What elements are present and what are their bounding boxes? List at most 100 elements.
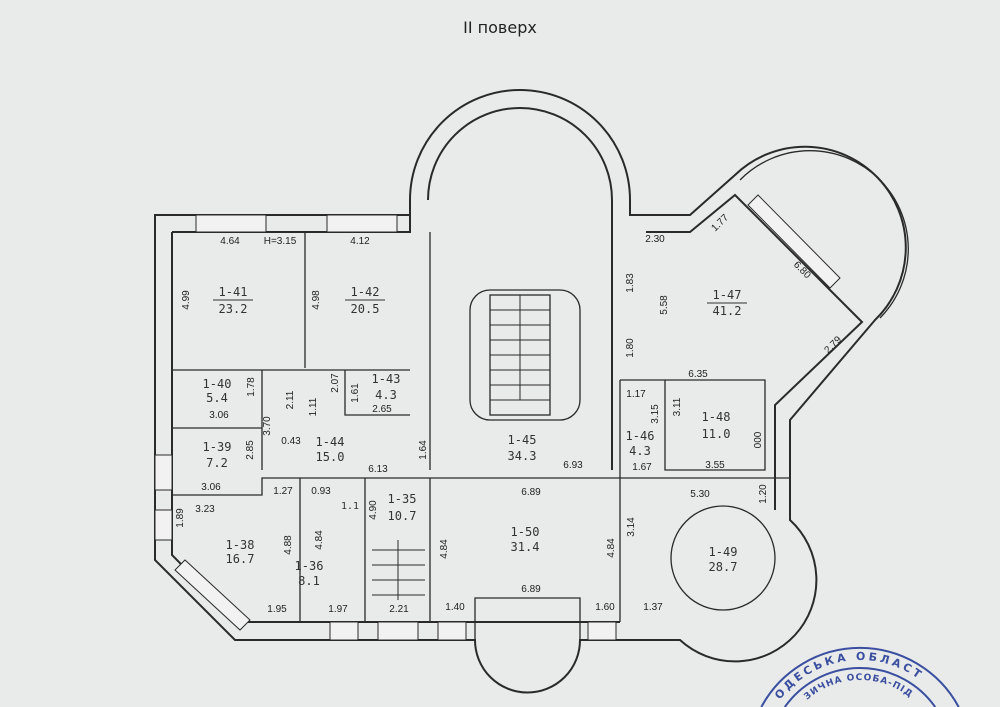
room-1-39: 1-39 7.2 <box>203 440 232 470</box>
room-1-35: 1-35 10.7 <box>388 492 417 523</box>
svg-text:0.93: 0.93 <box>311 486 331 497</box>
staircase <box>372 295 550 600</box>
svg-text:1-48: 1-48 <box>702 410 731 424</box>
svg-text:1.80: 1.80 <box>625 338 636 358</box>
svg-text:1.78: 1.78 <box>246 377 257 397</box>
svg-text:3.06: 3.06 <box>209 410 229 421</box>
svg-text:1.95: 1.95 <box>267 604 287 615</box>
svg-text:1.1: 1.1 <box>341 501 359 512</box>
svg-text:4.90: 4.90 <box>368 500 379 520</box>
svg-text:1.67: 1.67 <box>632 462 652 473</box>
svg-text:4.99: 4.99 <box>181 290 192 310</box>
interior-walls <box>172 232 790 622</box>
svg-text:1.64: 1.64 <box>418 440 429 460</box>
svg-text:6.89: 6.89 <box>521 487 541 498</box>
room-labels: 1-41 23.2 1-42 20.5 1-405.4 1-43 4.3 1-39 7.… <box>203 285 747 588</box>
svg-text:4.64: 4.64 <box>220 236 240 247</box>
svg-text:2.21: 2.21 <box>389 604 409 615</box>
svg-text:4.88: 4.88 <box>283 535 294 555</box>
svg-text:1.37: 1.37 <box>643 602 663 613</box>
svg-text:1.11: 1.11 <box>308 397 319 416</box>
svg-text:1-35: 1-35 <box>388 492 417 506</box>
svg-text:2.85: 2.85 <box>245 440 256 460</box>
svg-text:1.20: 1.20 <box>758 484 769 504</box>
dimension-labels: 4.64 H=3.15 4.12 4.99 4.98 1.78 3.06 2.1… <box>175 212 844 615</box>
svg-text:0.43: 0.43 <box>281 436 301 447</box>
room-1-37: 1.1 <box>341 501 359 512</box>
room-1-47: 1-47 41.2 <box>707 288 747 318</box>
svg-text:1-43: 1-43 <box>372 372 401 386</box>
svg-text:H=3.15: H=3.15 <box>264 236 297 247</box>
svg-text:2.11: 2.11 <box>285 390 296 409</box>
svg-text:4.98: 4.98 <box>311 290 322 310</box>
svg-text:3.55: 3.55 <box>705 460 725 471</box>
outer-walls <box>154 89 909 694</box>
svg-text:10.7: 10.7 <box>388 509 417 523</box>
svg-text:1.27: 1.27 <box>273 486 293 497</box>
svg-text:6.89: 6.89 <box>521 584 541 595</box>
svg-text:5.30: 5.30 <box>690 489 710 500</box>
svg-text:31.4: 31.4 <box>511 540 540 554</box>
svg-text:1-38: 1-38 <box>226 538 255 552</box>
svg-text:3.14: 3.14 <box>626 517 637 537</box>
svg-text:1.77: 1.77 <box>709 212 731 234</box>
svg-text:4.12: 4.12 <box>350 236 370 247</box>
svg-text:1.60: 1.60 <box>595 602 615 613</box>
svg-text:ЗИЧНА ОСОБА-ПІДП: ЗИЧНА ОСОБА-ПІДП <box>0 0 914 702</box>
svg-text:4.84: 4.84 <box>606 538 617 558</box>
svg-text:5.4: 5.4 <box>206 391 228 405</box>
svg-text:1.89: 1.89 <box>175 508 186 528</box>
svg-text:34.3: 34.3 <box>508 449 537 463</box>
svg-text:5.58: 5.58 <box>659 295 670 315</box>
svg-text:15.0: 15.0 <box>316 450 345 464</box>
svg-text:28.7: 28.7 <box>709 560 738 574</box>
floor-title: II поверх <box>463 18 537 37</box>
svg-text:1-41: 1-41 <box>219 285 248 299</box>
svg-text:1-49: 1-49 <box>709 545 738 559</box>
svg-text:000: 000 <box>753 431 764 448</box>
svg-text:2.07: 2.07 <box>330 373 341 393</box>
svg-text:6.93: 6.93 <box>563 460 583 471</box>
room-1-42: 1-42 20.5 <box>345 285 385 316</box>
svg-text:3.06: 3.06 <box>201 482 221 493</box>
svg-text:20.5: 20.5 <box>351 302 380 316</box>
svg-text:4.84: 4.84 <box>314 530 325 550</box>
svg-text:3.15: 3.15 <box>650 404 661 424</box>
svg-text:1-47: 1-47 <box>713 288 742 302</box>
svg-text:4.3: 4.3 <box>375 388 397 402</box>
room-1-41: 1-41 23.2 <box>213 285 253 316</box>
svg-text:3.23: 3.23 <box>195 504 215 515</box>
svg-text:2.30: 2.30 <box>645 234 665 245</box>
room-1-46: 1-464.3 <box>626 429 655 458</box>
svg-text:1.17: 1.17 <box>626 389 646 400</box>
svg-text:1.61: 1.61 <box>350 383 361 403</box>
svg-text:1-46: 1-46 <box>626 429 655 443</box>
svg-text:3.11: 3.11 <box>672 397 683 416</box>
svg-text:7.2: 7.2 <box>206 456 228 470</box>
svg-text:4.3: 4.3 <box>629 444 651 458</box>
svg-text:2.79: 2.79 <box>822 334 844 356</box>
svg-text:3.70: 3.70 <box>262 416 273 436</box>
official-stamp: ОДЕСЬКА ОБЛАСТ ЗИЧНА ОСОБА-ПІДП <box>0 0 960 707</box>
svg-text:8.1: 8.1 <box>298 574 320 588</box>
svg-text:1-40: 1-40 <box>203 377 232 391</box>
svg-text:1.40: 1.40 <box>445 602 465 613</box>
svg-text:6.13: 6.13 <box>368 464 388 475</box>
svg-text:1-39: 1-39 <box>203 440 232 454</box>
svg-text:1.83: 1.83 <box>625 273 636 293</box>
svg-text:41.2: 41.2 <box>713 304 742 318</box>
svg-text:4.84: 4.84 <box>439 539 450 559</box>
svg-text:1.97: 1.97 <box>328 604 348 615</box>
room-1-40: 1-405.4 <box>203 377 232 405</box>
svg-text:6.35: 6.35 <box>688 369 708 380</box>
room-1-36: 1-368.1 <box>295 559 324 588</box>
svg-text:1-42: 1-42 <box>351 285 380 299</box>
svg-text:23.2: 23.2 <box>219 302 248 316</box>
